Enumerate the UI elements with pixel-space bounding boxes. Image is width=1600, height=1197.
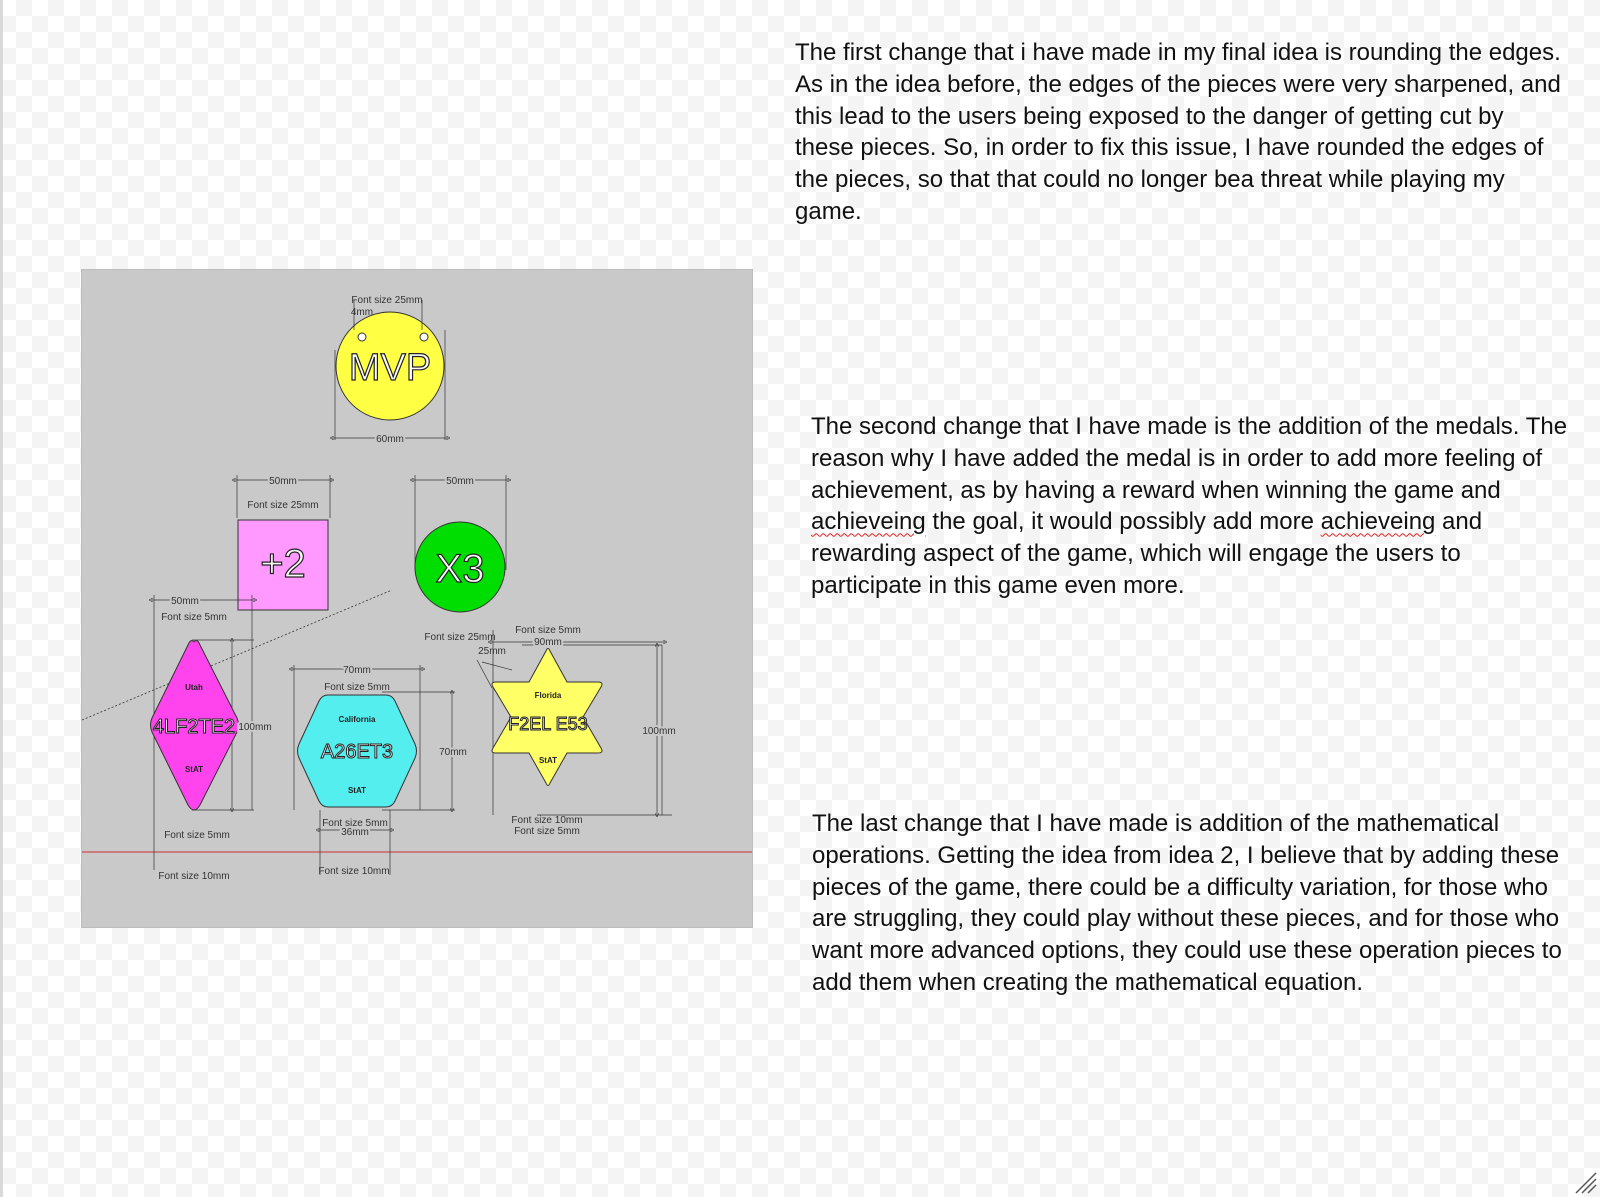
paragraph-rounded-edges: The first change that i have made in my … [795,39,1561,225]
plus-font-label: Font size 25mm [247,500,318,511]
medal-hole-label: 4mm [351,307,373,318]
times-piece: X3 50mm Font size 25mm [412,474,509,643]
paragraph-medals-part3: and rewarding aspect of the game, which … [811,508,1483,599]
resize-grip-icon[interactable] [1570,1167,1598,1195]
medal-font-label: Font size 25mm [351,295,422,306]
paragraph-math-operations: The last change that I have made is addi… [812,810,1562,996]
hexagon-bottom-text: StAT [348,786,366,795]
star-top-text: Florida [535,691,562,700]
left-border [0,0,3,1197]
medal-width-label: 60mm [376,434,404,445]
diamond-bottom-text: StAT [185,765,203,774]
star-piece: F2EL E53 Florida StAT Font size 5mm 90mm… [476,625,678,837]
hexagon-top-text: California [339,715,376,724]
diamond-font-bottom: Font size 5mm [164,830,230,841]
diamond-top-text: Utah [185,683,203,692]
hexagon-font-bottom: Font size 5mm [322,818,388,829]
plus-text: +2 [260,542,306,586]
design-drawing-image[interactable]: MVP Font size 25mm 4mm 60mm +2 50mm Font… [81,269,753,928]
hexagon-font-big: Font size 10mm [318,866,389,877]
diamond-width-label: 50mm [171,596,199,607]
times-font-label: Font size 25mm [424,632,495,643]
star-point-label: 25mm [478,646,506,657]
star-height-label: 100mm [642,726,675,737]
star-text: F2EL E53 [508,714,587,734]
star-width-label: 90mm [534,637,562,648]
diamond-text: 4LF2TE2 [153,716,235,738]
hexagon-font-top: Font size 5mm [324,682,390,693]
times-width-label: 50mm [446,476,474,487]
paragraph-medals: The second change that I have made is th… [811,411,1571,602]
hexagon-piece: A26ET3 California StAT 70mm Font size 5m… [291,663,469,877]
spellcheck-word-2[interactable]: achieveing [1320,508,1436,536]
diamond-height-label: 100mm [238,722,271,733]
spellcheck-word-1[interactable]: achieveing [811,508,926,536]
medal-piece: MVP Font size 25mm 4mm 60mm [332,295,448,447]
dotted-guide-line [82,589,393,721]
times-text: X3 [436,547,485,591]
plus-piece: +2 50mm Font size 25mm [234,474,332,611]
hexagon-width-label: 70mm [343,665,371,676]
star-font-big: Font size 10mm [511,815,582,826]
star-font-top: Font size 5mm [515,625,581,636]
paragraph-medals-part2: the goal, it would possibly add more [925,508,1321,536]
star-bottom-text: StAT [539,756,557,765]
hexagon-height-label: 70mm [439,747,467,758]
medal-text: MVP [349,347,431,389]
paragraph-medals-part1: The second change that I have made is th… [811,413,1568,504]
diamond-piece: 4LF2TE2 Utah StAT 50mm Font size 5mm 100… [151,594,274,882]
diamond-font-big: Font size 10mm [158,871,229,882]
star-font-bottom: Font size 5mm [514,826,580,837]
hexagon-inner-label: 36mm [341,827,369,838]
plus-width-label: 50mm [269,476,297,487]
hexagon-text: A26ET3 [321,741,393,763]
diamond-font-top: Font size 5mm [161,612,227,623]
